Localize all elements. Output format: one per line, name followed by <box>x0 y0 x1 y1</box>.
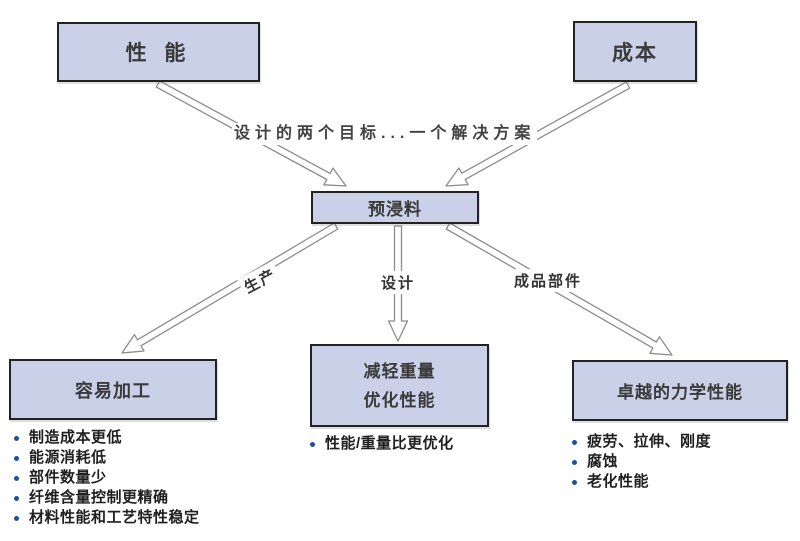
goals-caption: 设计的两个目标...一个解决方案 <box>232 123 538 145</box>
box-mechanical-properties: 卓越的力学性能 <box>572 360 788 421</box>
list-item: 纤维含量控制更精确 <box>14 488 200 508</box>
bullet-dot <box>14 436 19 441</box>
box-easy-processing-label: 容易加工 <box>75 380 151 401</box>
goals-caption-pre: 设计的两个目标... <box>234 125 410 142</box>
box-weight-line1: 减轻重量 <box>363 361 436 381</box>
box-performance: 性 能 <box>57 22 260 82</box>
bullet-dot <box>14 476 19 481</box>
list-item: 老化性能 <box>572 472 711 492</box>
list-item: 制造成本更低 <box>14 428 200 448</box>
bullet-dot <box>572 480 577 485</box>
list-item-text: 能源消耗低 <box>29 449 107 466</box>
list-item: 材料性能和工艺特性稳定 <box>14 508 200 528</box>
list-item: 疲劳、拉伸、刚度 <box>572 432 711 452</box>
list-item-text: 疲劳、拉伸、刚度 <box>587 433 712 450</box>
box-weight-performance: 减轻重量 优化性能 <box>310 344 489 427</box>
goals-caption-post: 个解决方案 <box>430 125 536 142</box>
list-item-text: 纤维含量控制更精确 <box>29 489 169 506</box>
list-item-text: 老化性能 <box>587 473 650 490</box>
list-item-text: 部件数量少 <box>29 469 107 486</box>
box-prepreg-label: 预浸料 <box>368 200 422 219</box>
bullet-dot <box>310 442 315 447</box>
benefits-list-mechanical: 疲劳、拉伸、刚度 腐蚀 老化性能 <box>572 432 711 492</box>
bullet-dot <box>14 516 19 521</box>
list-item: 腐蚀 <box>572 452 711 472</box>
box-cost-label: 成本 <box>612 41 658 65</box>
list-item-text: 腐蚀 <box>587 453 619 470</box>
bullet-dot <box>572 440 577 445</box>
box-prepreg: 预浸料 <box>311 191 479 224</box>
box-performance-label: 性 能 <box>125 42 192 65</box>
box-cost: 成本 <box>573 21 697 82</box>
bullet-dot <box>572 460 577 465</box>
list-item: 部件数量少 <box>14 468 200 488</box>
bullet-dot <box>14 496 19 501</box>
box-mechanical-properties-label: 卓越的力学性能 <box>617 383 743 402</box>
box-weight-line2: 优化性能 <box>363 390 436 410</box>
list-item: 性能/重量比更优化 <box>310 434 454 454</box>
list-item-text: 制造成本更低 <box>29 429 123 446</box>
bullet-dot <box>14 456 19 461</box>
branch-label-design: 设计 <box>378 271 419 294</box>
arrow-cost-to-prepreg <box>445 81 631 187</box>
list-item: 能源消耗低 <box>14 448 200 468</box>
goals-caption-bold: 一 <box>409 125 431 142</box>
benefits-list-weight: 性能/重量比更优化 <box>310 434 454 454</box>
list-item-text: 性能/重量比更优化 <box>325 435 454 452</box>
branch-label-finished-parts: 成品部件 <box>511 269 586 292</box>
list-item-text: 材料性能和工艺特性稳定 <box>29 509 200 526</box>
benefits-list-easy-processing: 制造成本更低 能源消耗低 部件数量少 纤维含量控制更精确 材料性能和工艺特性稳定 <box>14 428 200 528</box>
box-easy-processing: 容易加工 <box>9 359 217 420</box>
arrow-prepreg-to-production <box>121 222 339 354</box>
